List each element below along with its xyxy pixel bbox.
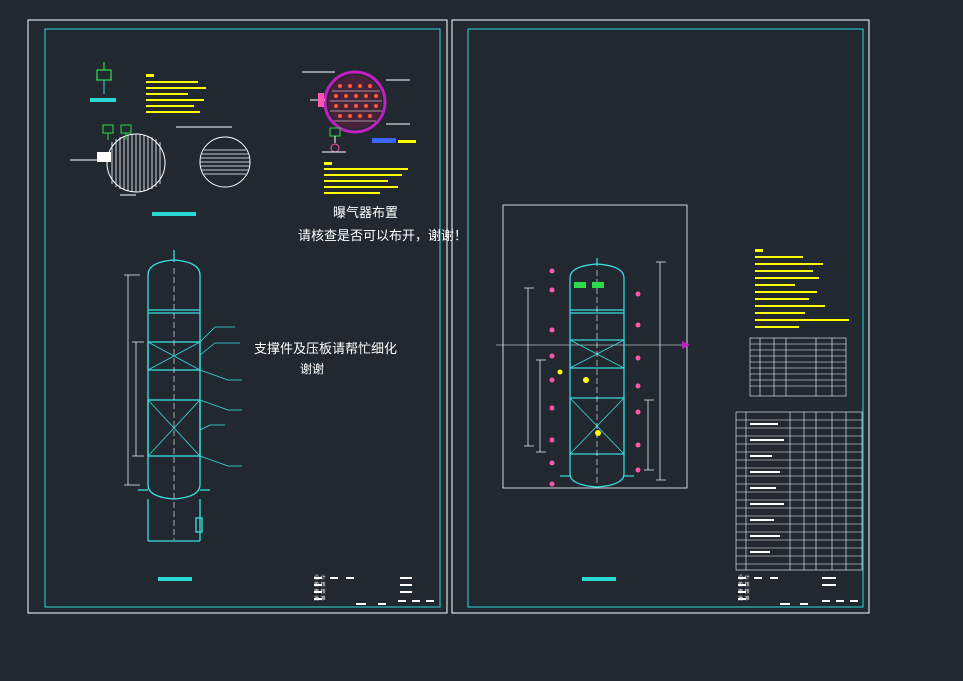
distributor-title-note: 曝气器布置 xyxy=(333,206,399,221)
parts-list-table xyxy=(735,411,863,571)
sheet-1-frame xyxy=(44,28,441,608)
vessel-left-dimensions xyxy=(124,274,144,486)
yellow-note-block-2 xyxy=(324,162,408,194)
title-block-right-row-3: 审 核 xyxy=(738,589,750,595)
sheet-2 xyxy=(451,19,870,614)
parts-list-entries xyxy=(750,423,784,553)
vessel-right-nozzles xyxy=(549,268,641,487)
nozzle-detail-top-left xyxy=(90,62,116,102)
section-marker xyxy=(682,341,690,349)
support-thanks-note: 谢谢 xyxy=(300,362,325,376)
distributor-plan-left xyxy=(70,124,166,196)
aerator-layout-plan xyxy=(302,70,416,153)
vessel-right-dimensions xyxy=(524,261,666,481)
yellow-note-block-1 xyxy=(146,74,206,113)
sheet-1-border xyxy=(27,19,448,614)
vessel-left-leaders xyxy=(199,326,242,467)
title-block-left xyxy=(314,577,434,605)
view-caption-right-bottom xyxy=(582,577,616,581)
view-caption-left-top xyxy=(152,212,196,216)
sheet-2-frame xyxy=(467,28,864,608)
distributor-request-note: 请核查是否可以布开，谢谢！ xyxy=(298,229,468,244)
title-block-left-row-1: 设 计 xyxy=(314,575,326,581)
elevation-viewport-frame xyxy=(502,204,688,489)
title-block-left-row-2: 校 核 xyxy=(314,582,326,588)
view-caption-left-bottom xyxy=(158,577,192,581)
distributor-plan-right xyxy=(176,126,251,188)
nozzle-table xyxy=(749,337,847,397)
title-block-left-row-3: 审 核 xyxy=(314,589,326,595)
title-block-right-row-2: 校 核 xyxy=(738,582,750,588)
title-block-right-row-4: 批 准 xyxy=(738,596,750,602)
sheet-2-border xyxy=(451,19,870,614)
title-block-right-row-1: 设 计 xyxy=(738,575,750,581)
title-block-right xyxy=(738,577,858,605)
yellow-note-block-3 xyxy=(755,249,849,328)
title-block-left-row-4: 批 准 xyxy=(314,596,326,602)
support-request-note: 支撑件及压板请帮忙细化 xyxy=(254,342,398,357)
sheet-1 xyxy=(27,19,448,614)
